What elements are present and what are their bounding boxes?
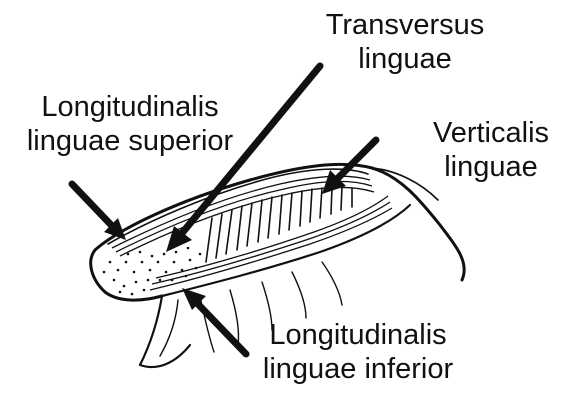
label-longitudinalis-inferior-line2: linguae inferior <box>238 352 478 386</box>
label-verticalis-line1: Verticalis <box>418 116 564 150</box>
label-longitudinalis-superior-line2: linguae superior <box>10 124 250 158</box>
longitudinalis-superior-arrow <box>72 184 114 228</box>
label-transversus-linguae: Transversus linguae <box>300 8 510 76</box>
verticalis-arrow <box>336 140 376 180</box>
label-transversus-line2: linguae <box>300 42 510 76</box>
label-longitudinalis-inferior-line1: Longitudinalis <box>238 318 478 352</box>
label-transversus-line1: Transversus <box>300 8 510 42</box>
label-verticalis-line2: linguae <box>418 150 564 184</box>
label-longitudinalis-inferior: Longitudinalis linguae inferior <box>238 318 478 386</box>
label-verticalis-linguae: Verticalis linguae <box>418 116 564 184</box>
label-longitudinalis-superior-line1: Longitudinalis <box>10 90 250 124</box>
label-longitudinalis-superior: Longitudinalis linguae superior <box>10 90 250 158</box>
